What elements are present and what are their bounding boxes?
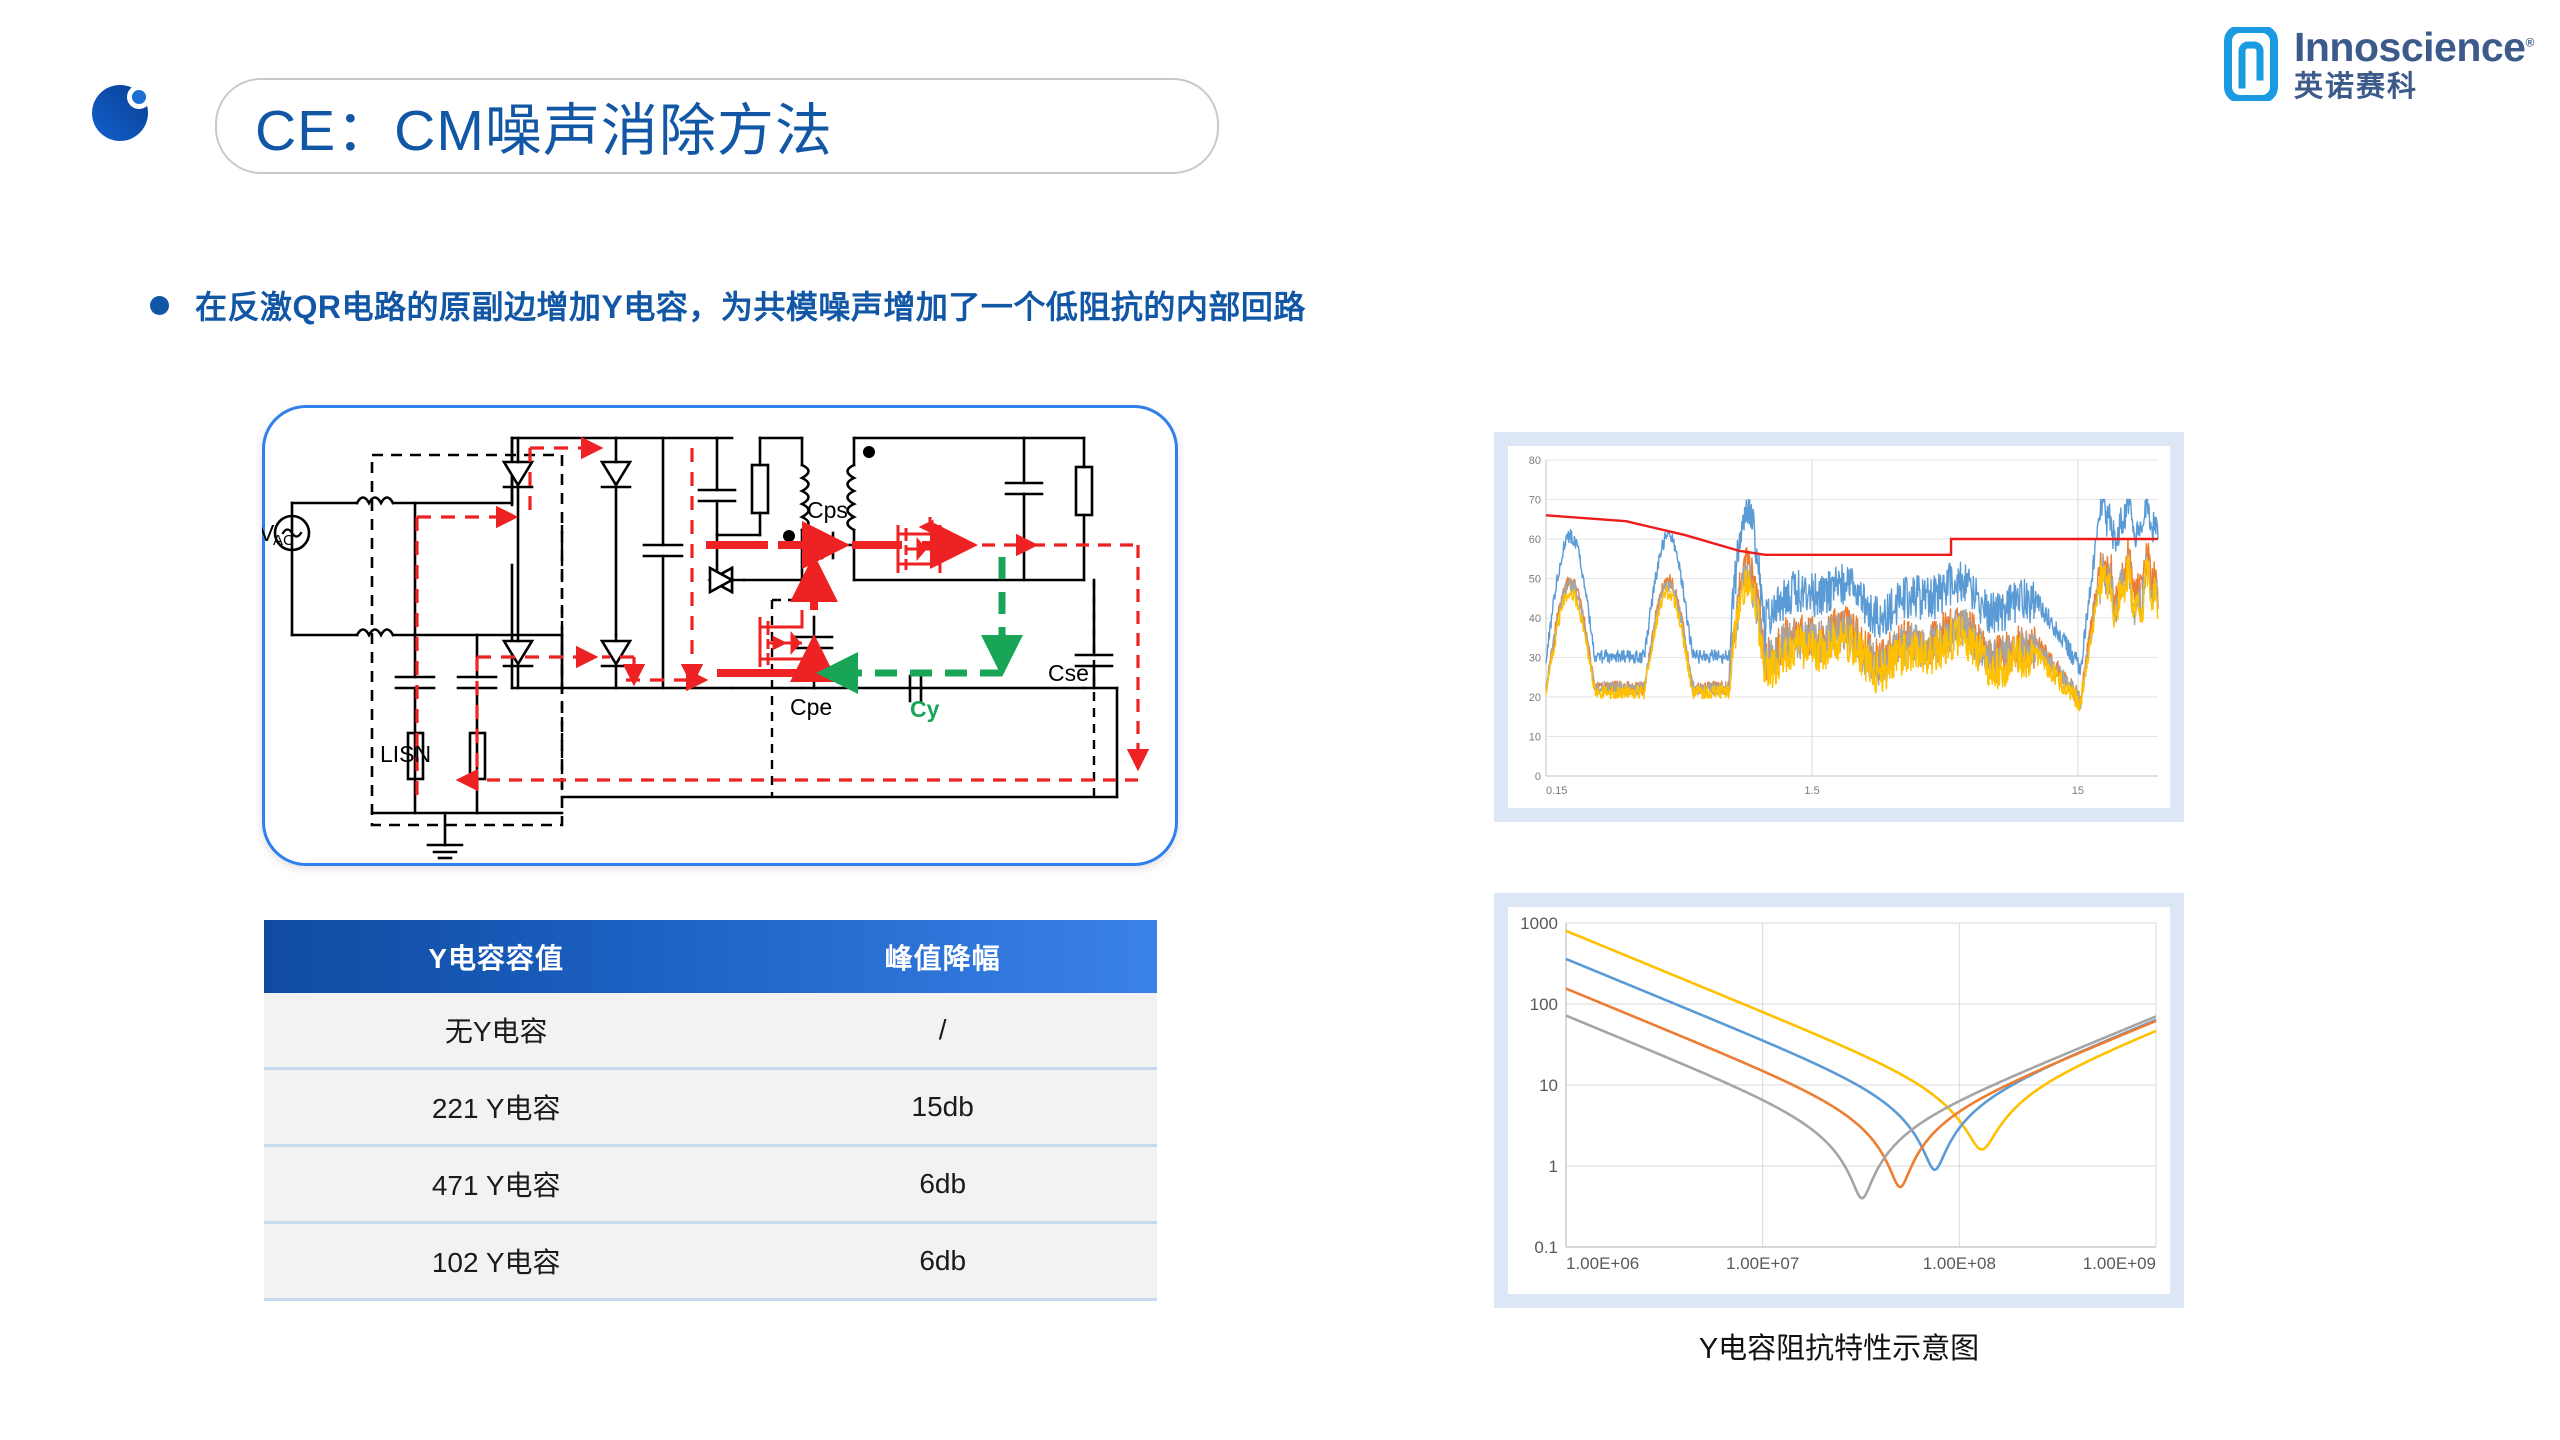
svg-text:80: 80 (1529, 455, 1541, 467)
lisn-boundary (370, 453, 564, 827)
slide-title-pill: CE：CM噪声消除方法 (215, 78, 1219, 174)
table-row: 221 Y电容 15db (264, 1070, 1157, 1147)
mosfet-symbols (758, 517, 942, 677)
circuit-wires (273, 436, 1119, 860)
table-header-capacitance: Y电容容值 (428, 942, 565, 974)
bullet-row: 在反激QR电路的原副边增加Y电容，为共模噪声增加了一个低阻抗的内部回路 (150, 282, 1306, 328)
label-cse: Cse (1048, 660, 1089, 686)
svg-text:0.15: 0.15 (1546, 785, 1567, 797)
svg-text:40: 40 (1529, 613, 1541, 625)
label-cy: Cy (910, 696, 940, 722)
y-capacitor-green-loop (816, 557, 1023, 694)
svg-text:30: 30 (1529, 653, 1541, 665)
brand-logo: Innoscience® 英诺赛科 (2222, 18, 2542, 110)
page-title: CE：CM噪声消除方法 (255, 99, 833, 163)
svg-text:100: 100 (1530, 995, 1558, 1014)
table-row: 无Y电容 / (264, 993, 1157, 1070)
svg-text:10: 10 (1529, 732, 1541, 744)
bullet-text: 在反激QR电路的原副边增加Y电容，为共模噪声增加了一个低阻抗的内部回路 (195, 289, 1306, 325)
svg-text:1.00E+07: 1.00E+07 (1726, 1254, 1799, 1273)
cell-capacitance: 471 Y电容 (431, 1170, 561, 1201)
svg-text:1000: 1000 (1520, 914, 1558, 933)
table-row: 102 Y电容 6db (264, 1224, 1157, 1301)
svg-text:50: 50 (1529, 574, 1541, 586)
cm-noise-red-return-path (455, 533, 1150, 792)
flyback-qr-circuit-diagram: V AC LISN Cps Cpe Cy Cse (262, 436, 1150, 860)
ce-emi-spectrum-chart: 0 10 20 30 40 50 60 70 80 0.15 1.5 15 (1529, 455, 2159, 797)
cm-noise-red-path (415, 436, 709, 797)
label-vac: V (262, 520, 275, 546)
cell-reduction: / (938, 1014, 947, 1045)
impedance-chart-caption: Y电容阻抗特性示意图 (1698, 1333, 1980, 1365)
svg-text:1: 1 (1549, 1157, 1558, 1176)
svg-text:1.00E+09: 1.00E+09 (2083, 1254, 2156, 1273)
svg-text:1.00E+08: 1.00E+08 (1923, 1254, 1996, 1273)
cell-reduction: 6db (919, 1245, 967, 1276)
svg-text:10: 10 (1539, 1076, 1558, 1095)
cell-capacitance: 221 Y电容 (431, 1093, 561, 1124)
table-header-row: Y电容容值 峰值降幅 (264, 920, 1157, 993)
label-vac-sub: AC (273, 532, 294, 549)
circuit-labels: V AC LISN Cps Cpe Cy Cse (262, 497, 1089, 767)
cell-capacitance: 102 Y电容 (431, 1247, 561, 1278)
svg-text:70: 70 (1529, 495, 1541, 507)
blue-circle-badge-icon (92, 85, 148, 141)
brand-name-cn: 英诺赛科 (2294, 70, 2419, 103)
svg-text:15: 15 (2072, 785, 2084, 797)
table-header-reduction: 峰值降幅 (884, 942, 1001, 974)
label-lisn: LISN (380, 741, 431, 767)
svg-text:60: 60 (1529, 534, 1541, 546)
svg-text:20: 20 (1529, 692, 1541, 704)
svg-text:1.00E+06: 1.00E+06 (1566, 1254, 1639, 1273)
ce-emi-spectrum-panel: 0 10 20 30 40 50 60 70 80 0.15 1.5 15 (1494, 432, 2184, 822)
y-cap-impedance-chart: 0.1 1 10 100 1000 1.00E+06 1.00E+07 1.00E+08 1.0… (1520, 914, 2157, 1273)
label-cpe: Cpe (790, 694, 832, 720)
cell-reduction: 6db (919, 1168, 967, 1199)
cell-capacitance: 无Y电容 (444, 1016, 548, 1047)
cell-reduction: 15db (911, 1091, 974, 1122)
trademark-symbol: ® (2525, 34, 2534, 49)
svg-text:1.5: 1.5 (1804, 785, 1819, 797)
parasitic-dashed-paths (560, 525, 1096, 797)
bullet-dot-icon (150, 295, 169, 315)
brand-name-en: Innoscience® (2294, 23, 2534, 70)
svg-text:0: 0 (1535, 771, 1541, 783)
y-capacitor-results-table: Y电容容值 峰值降幅 无Y电容 / 221 Y电容 15db 471 Y电容 6… (264, 920, 1157, 1301)
innoscience-logo-icon (2224, 27, 2278, 101)
y-cap-impedance-panel: 0.1 1 10 100 1000 1.00E+06 1.00E+07 1.00E+08 1.0… (1494, 893, 2184, 1308)
label-cps: Cps (807, 497, 848, 523)
svg-text:0.1: 0.1 (1534, 1238, 1558, 1257)
table-row: 471 Y电容 6db (264, 1147, 1157, 1224)
cm-noise-red-bold-path (706, 521, 978, 682)
